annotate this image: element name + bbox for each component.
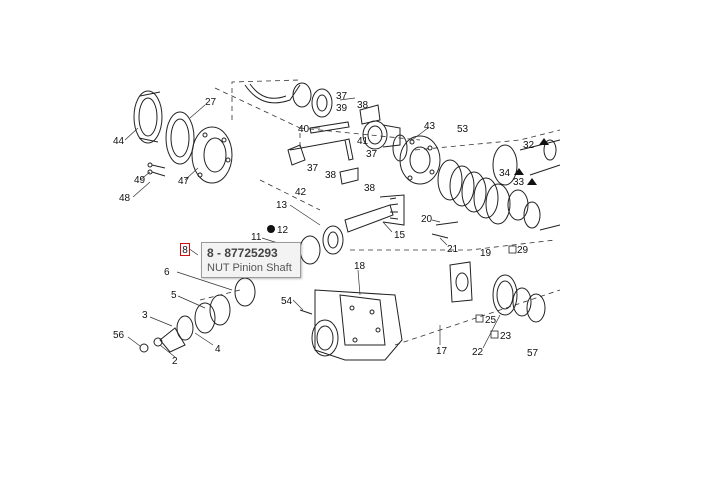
part-carrier-53[interactable] bbox=[399, 135, 441, 185]
part-pin-21[interactable] bbox=[431, 233, 449, 239]
callout-49[interactable]: 49 bbox=[134, 175, 146, 186]
callout-39[interactable]: 39 bbox=[336, 103, 348, 114]
part-shaft[interactable] bbox=[289, 139, 346, 151]
callout-33[interactable]: 33 bbox=[513, 177, 525, 188]
callout-38[interactable]: 38 bbox=[357, 100, 369, 111]
callout-2[interactable]: 2 bbox=[172, 356, 178, 367]
assembly-dashed-line bbox=[259, 179, 321, 211]
callout-34[interactable]: 34 bbox=[499, 168, 511, 179]
square-marker bbox=[490, 330, 499, 339]
callout-23[interactable]: 23 bbox=[500, 331, 512, 342]
callout-48[interactable]: 48 bbox=[119, 193, 131, 204]
part-nut-56[interactable] bbox=[139, 343, 149, 353]
callout-29[interactable]: 29 bbox=[517, 245, 529, 256]
callout-41[interactable]: 41 bbox=[357, 136, 369, 147]
part-pin-41[interactable] bbox=[344, 138, 354, 161]
bullet-marker bbox=[267, 225, 275, 233]
triangle-marker bbox=[527, 178, 537, 185]
callout-6[interactable]: 6 bbox=[164, 267, 170, 278]
part-housing-47[interactable] bbox=[191, 126, 233, 184]
callout-5[interactable]: 5 bbox=[171, 290, 177, 301]
callout-42[interactable]: 42 bbox=[295, 187, 307, 198]
callout-53[interactable]: 53 bbox=[457, 124, 469, 135]
callout-12[interactable]: 12 bbox=[277, 225, 289, 236]
part-ring-gear[interactable] bbox=[244, 83, 301, 104]
callout-38[interactable]: 38 bbox=[364, 183, 376, 194]
part-cap-19[interactable] bbox=[449, 261, 473, 303]
callout-13[interactable]: 13 bbox=[276, 200, 288, 211]
part-bearing-13[interactable] bbox=[322, 225, 344, 255]
callout-25[interactable]: 25 bbox=[485, 315, 497, 326]
assembly-dashed-line bbox=[231, 79, 301, 120]
triangle-marker bbox=[539, 138, 549, 145]
callout-57[interactable]: 57 bbox=[527, 348, 539, 359]
callout-40[interactable]: 40 bbox=[298, 124, 310, 135]
callout-44[interactable]: 44 bbox=[113, 136, 125, 147]
part-bearing-top[interactable] bbox=[292, 82, 333, 118]
callout-38[interactable]: 38 bbox=[325, 170, 337, 181]
part-ring-27[interactable] bbox=[165, 111, 195, 165]
callout-43[interactable]: 43 bbox=[424, 121, 436, 132]
callout-11[interactable]: 11 bbox=[251, 232, 262, 243]
callout-37[interactable]: 37 bbox=[307, 163, 319, 174]
callout-27[interactable]: 27 bbox=[205, 97, 217, 108]
square-marker bbox=[508, 245, 517, 254]
part-bearing-44[interactable] bbox=[133, 90, 163, 144]
part-bolt-20[interactable] bbox=[435, 221, 459, 226]
selected-callout-marker[interactable]: 8 bbox=[180, 243, 190, 256]
leader-lines bbox=[124, 97, 501, 358]
callout-32[interactable]: 32 bbox=[523, 140, 535, 151]
part-ring-6[interactable] bbox=[234, 277, 256, 307]
part-gear-37[interactable] bbox=[287, 104, 381, 185]
assembly-dashed-line bbox=[350, 239, 556, 251]
callout-22[interactable]: 22 bbox=[472, 347, 484, 358]
part-bolt-54[interactable] bbox=[299, 309, 313, 315]
part-ring-5b[interactable] bbox=[194, 302, 216, 334]
triangle-marker bbox=[514, 168, 524, 175]
callout-17[interactable]: 17 bbox=[436, 346, 448, 357]
part-side-gear[interactable] bbox=[362, 120, 401, 150]
part-pinion-shaft-15[interactable] bbox=[344, 194, 405, 233]
callout-47[interactable]: 47 bbox=[178, 176, 190, 187]
part-tooltip: 8 - 87725293 NUT Pinion Shaft bbox=[201, 242, 301, 278]
part-ring-23[interactable] bbox=[512, 287, 546, 323]
callout-37[interactable]: 37 bbox=[366, 149, 378, 160]
tooltip-description: NUT Pinion Shaft bbox=[207, 262, 292, 274]
callout-3[interactable]: 3 bbox=[142, 310, 148, 321]
callout-20[interactable]: 20 bbox=[421, 214, 433, 225]
part-pin-40[interactable] bbox=[309, 121, 350, 134]
part-flange-4[interactable] bbox=[153, 315, 194, 353]
part-axle-housing-18[interactable] bbox=[311, 289, 403, 361]
callout-4[interactable]: 4 bbox=[215, 344, 221, 355]
part-ring-25[interactable] bbox=[492, 274, 518, 316]
callout-18[interactable]: 18 bbox=[354, 261, 366, 272]
part-bolt-49[interactable] bbox=[147, 162, 166, 177]
square-marker bbox=[475, 314, 484, 323]
part-clutch-pack[interactable] bbox=[437, 144, 541, 229]
part-ring-11[interactable] bbox=[299, 235, 321, 265]
callout-21[interactable]: 21 bbox=[447, 244, 459, 255]
callout-37[interactable]: 37 bbox=[336, 91, 348, 102]
callout-15[interactable]: 15 bbox=[394, 230, 406, 241]
callout-54[interactable]: 54 bbox=[281, 296, 293, 307]
callout-labels: 44 27 49 47 48 40 37 39 38 37 41 43 53 3… bbox=[113, 91, 539, 367]
part-ring-5[interactable] bbox=[209, 294, 231, 326]
callout-56[interactable]: 56 bbox=[113, 330, 125, 341]
assembly-dashed-line bbox=[394, 289, 561, 346]
callout-19[interactable]: 19 bbox=[480, 248, 492, 259]
tooltip-title: 8 - 87725293 bbox=[207, 246, 278, 260]
